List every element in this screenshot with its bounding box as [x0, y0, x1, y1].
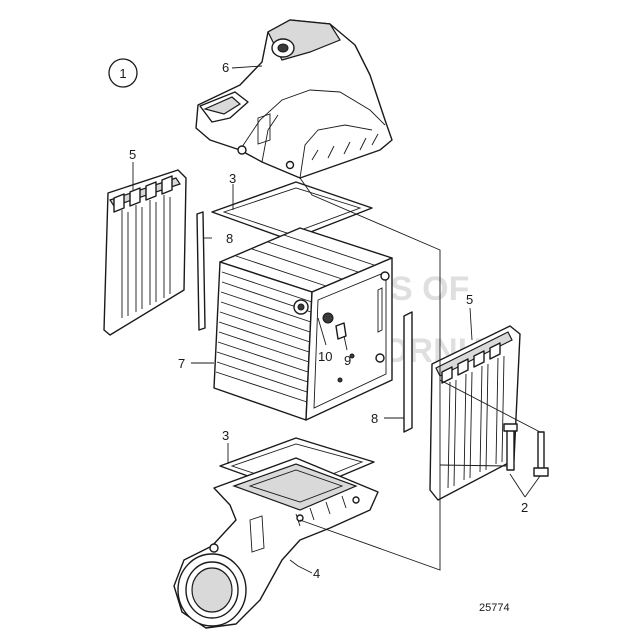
callout-labels: 6 5 3 8 7 10 9 5 8 3 2 4	[129, 60, 528, 581]
group-number-badge: 1	[108, 58, 138, 88]
callout-7: 7	[178, 356, 185, 371]
assembly-guide-lines	[299, 177, 541, 571]
part-8-left-seal-strip	[196, 211, 206, 331]
diagram-reference-number: 25774	[479, 602, 510, 614]
part-7-cooler-core	[213, 227, 393, 421]
callout-8-right: 8	[371, 411, 378, 426]
callout-3-top: 3	[229, 171, 236, 186]
callout-9: 9	[344, 353, 351, 368]
callout-8-left: 8	[226, 231, 233, 246]
callout-leaders	[132, 65, 541, 574]
callout-6: 6	[222, 60, 229, 75]
part-6-upper-housing	[195, 19, 393, 179]
callout-5-left: 5	[129, 147, 136, 162]
part-2-bolts	[503, 423, 549, 477]
callout-3-bottom: 3	[222, 428, 229, 443]
callout-5-right: 5	[466, 292, 473, 307]
part-5-left-side-panel	[103, 169, 187, 336]
callout-2: 2	[521, 500, 528, 515]
callout-10: 10	[318, 349, 332, 364]
part-8-right-seal-strip	[403, 311, 413, 433]
group-number-text: 1	[119, 66, 126, 81]
callout-4: 4	[313, 566, 320, 581]
part-4-lower-housing	[173, 457, 379, 629]
part-3-upper-gasket	[211, 181, 373, 241]
